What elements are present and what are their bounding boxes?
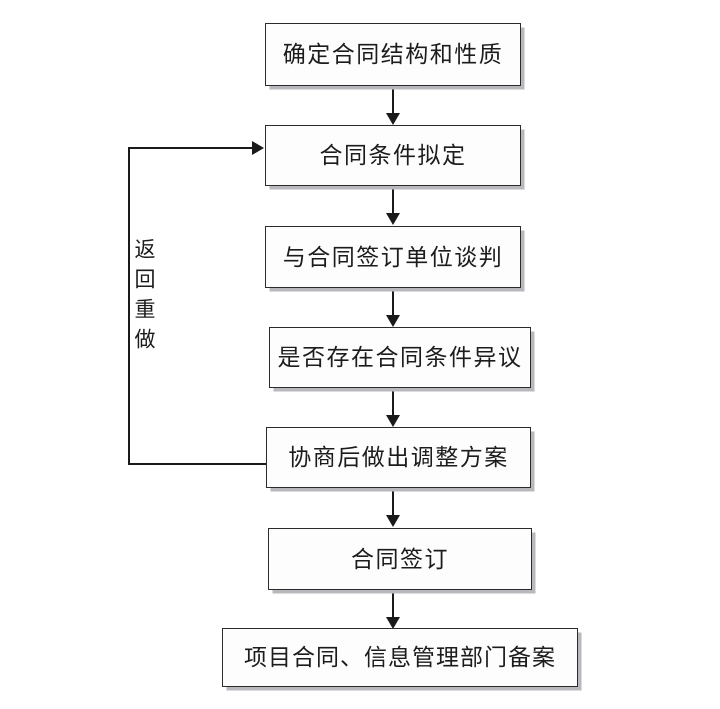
connector-n2-n3-arrowhead bbox=[386, 213, 400, 225]
process-node-2[interactable]: 合同条件拟定 bbox=[265, 125, 521, 186]
loop-segment-top bbox=[128, 147, 254, 149]
connector-n5-n6-line bbox=[392, 488, 394, 520]
process-node-2-label: 合同条件拟定 bbox=[319, 143, 467, 168]
process-node-4[interactable]: 是否存在合同条件异议 bbox=[269, 327, 531, 388]
process-node-7-label: 项目合同、信息管理部门备案 bbox=[244, 645, 556, 670]
connector-n6-n7-line bbox=[392, 590, 394, 622]
connector-n2-n3-line bbox=[392, 186, 394, 218]
process-node-6[interactable]: 合同签订 bbox=[268, 528, 532, 590]
process-node-1[interactable]: 确定合同结构和性质 bbox=[265, 23, 521, 86]
loop-segment-left bbox=[128, 147, 130, 465]
process-node-6-label: 合同签订 bbox=[351, 546, 449, 572]
loop-arrowhead bbox=[252, 141, 264, 155]
connector-n3-n4-line bbox=[392, 288, 394, 320]
process-node-5[interactable]: 协商后做出调整方案 bbox=[266, 427, 531, 488]
process-node-1-label: 确定合同结构和性质 bbox=[282, 42, 504, 67]
connector-n5-n6-arrowhead bbox=[386, 515, 400, 527]
loop-caption-label: 返回重做 bbox=[132, 238, 156, 358]
connector-n4-n5-line bbox=[392, 388, 394, 420]
process-node-3[interactable]: 与合同签订单位谈判 bbox=[265, 226, 521, 288]
process-node-5-label: 协商后做出调整方案 bbox=[288, 445, 509, 470]
loop-segment-bottom bbox=[128, 463, 266, 465]
connector-n4-n5-arrowhead bbox=[386, 415, 400, 427]
process-node-7[interactable]: 项目合同、信息管理部门备案 bbox=[222, 628, 578, 687]
connector-n3-n4-arrowhead bbox=[386, 315, 400, 327]
process-node-4-label: 是否存在合同条件异议 bbox=[277, 345, 523, 370]
process-node-3-label: 与合同签订单位谈判 bbox=[282, 244, 504, 270]
connector-n1-n2-arrowhead bbox=[386, 113, 400, 125]
connector-n6-n7-arrowhead bbox=[386, 617, 400, 629]
connector-n1-n2-line bbox=[392, 86, 394, 118]
